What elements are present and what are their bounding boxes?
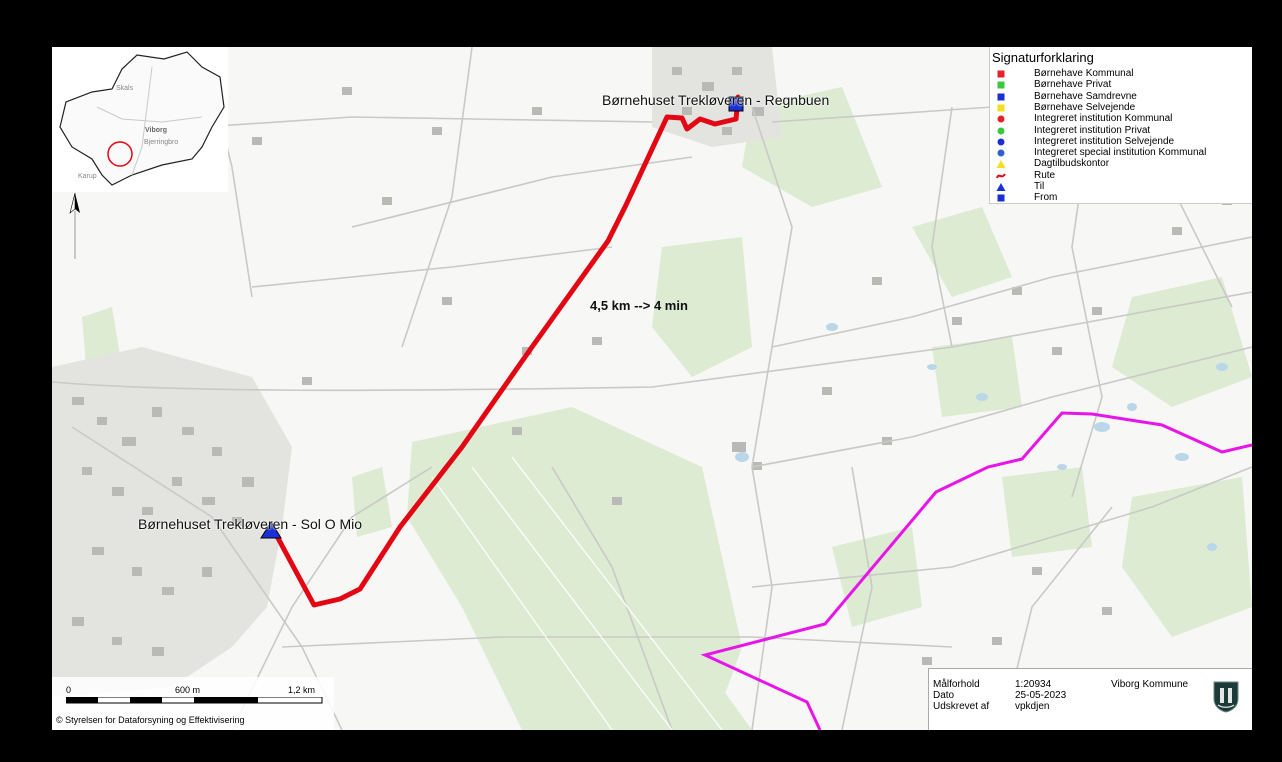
- legend-item-label: Børnehave Kommunal: [1034, 68, 1134, 79]
- legend-item-label: Integreret institution Selvejende: [1034, 135, 1175, 147]
- overview-place-label: Bjerringbro: [144, 139, 179, 146]
- legend-item-label: Børnehave Selvejende: [1034, 101, 1136, 113]
- legend-item: Rute: [990, 170, 1252, 181]
- legend-item-label: Børnehave Samdrevne: [1034, 90, 1137, 102]
- legend-item: Integreret institution Privat: [990, 125, 1252, 136]
- print-info-box: Målforhold 1:20934 Dato 25-05-2023 Udskr…: [928, 668, 1252, 730]
- route-distance-label: 4,5 km --> 4 min: [590, 298, 688, 313]
- scale-bar: [66, 697, 323, 704]
- info-value: vpkdjen: [1015, 701, 1050, 712]
- legend-item: Børnehave Privat: [990, 79, 1252, 90]
- scale-bar-panel: 0 600 m 1,2 km © Styrelsen for Dataforsy…: [52, 677, 334, 730]
- info-value: 1:20934: [1015, 679, 1052, 690]
- info-value: 25-05-2023: [1015, 690, 1067, 701]
- route-line: [269, 94, 741, 608]
- legend-square-icon: [997, 194, 1005, 202]
- to-marker-triangle[interactable]: [260, 521, 282, 539]
- legend-circle-icon: [997, 149, 1005, 157]
- overview-place-label: Skals: [116, 85, 134, 92]
- copyright-text: © Styrelsen for Dataforsyning og Effekti…: [56, 715, 245, 725]
- legend-item: Børnehave Selvejende: [990, 102, 1252, 113]
- legend-item: Børnehave Samdrevne: [990, 91, 1252, 102]
- info-key: Udskrevet af: [933, 701, 990, 712]
- legend-triangle-icon: [996, 183, 1006, 191]
- legend-item-label: Til: [1034, 181, 1045, 192]
- scale-tick-label: 0: [66, 685, 72, 695]
- overview-canvas: [59, 51, 225, 186]
- overview-inset-map[interactable]: Skals Viborg Bjerringbro Karup: [52, 47, 228, 259]
- legend-item: Børnehave Kommunal: [990, 68, 1252, 79]
- legend-square-icon: [997, 70, 1005, 78]
- from-marker-square[interactable]: [728, 96, 744, 112]
- legend-title: Signaturforklaring: [992, 50, 1094, 65]
- scale-tick-label: 600 m: [175, 685, 201, 695]
- legend-square-icon: [997, 81, 1005, 89]
- legend-item-label: Integreret institution Privat: [1034, 124, 1151, 136]
- overview-municipality-outline: [59, 51, 225, 186]
- legend-circle-icon: [997, 115, 1005, 123]
- legend-triangle-icon: [996, 160, 1006, 169]
- legend-item-label: Integreret special institution Kommunal: [1034, 147, 1207, 159]
- legend-item: Integreret institution Selvejende: [990, 136, 1252, 147]
- water-areas: [735, 323, 1228, 551]
- municipality-crest-icon: [1213, 681, 1239, 713]
- municipal-boundary: [700, 411, 1252, 730]
- legend-square-icon: [997, 104, 1005, 112]
- legend-circle-icon: [997, 138, 1005, 146]
- overview-place-label: Viborg: [145, 127, 168, 134]
- legend-item-label: Rute: [1034, 169, 1056, 181]
- from-place-label: Børnehuset Trekløveren - Regnbuen: [602, 92, 830, 108]
- scale-tick-label: 1,2 km: [288, 685, 316, 695]
- map-frame[interactable]: Børnehuset Trekløveren - Regnbuen Børneh…: [52, 47, 1252, 730]
- legend-route-icon: [996, 173, 1006, 179]
- legend-item: Dagtilbudskontor: [990, 158, 1252, 169]
- legend-square-icon: [997, 93, 1005, 101]
- legend-item: Integreret special institution Kommunal: [990, 147, 1252, 158]
- info-key: Målforhold: [933, 679, 980, 690]
- legend-item-label: Børnehave Privat: [1034, 79, 1112, 91]
- info-key: Dato: [933, 690, 955, 701]
- overview-place-label: Karup: [78, 173, 97, 180]
- overview-road: [96, 106, 203, 123]
- legend-item: Til: [990, 181, 1252, 192]
- organisation-name: Viborg Kommune: [1111, 679, 1189, 690]
- overview-focus-circle: [107, 141, 133, 167]
- legend-item: Integreret institution Kommunal: [990, 113, 1252, 124]
- north-arrow-icon: [69, 192, 80, 259]
- overview-road: [131, 66, 153, 176]
- legend-item-label: Dagtilbudskontor: [1034, 158, 1110, 170]
- legend-item-label: Integreret institution Kommunal: [1034, 113, 1173, 125]
- legend-item: From: [990, 192, 1252, 203]
- forest-paths: [431, 456, 723, 730]
- legend-circle-icon: [997, 127, 1005, 134]
- legend-item-label: From: [1034, 192, 1058, 204]
- to-place-label: Børnehuset Trekløveren - Sol O Mio: [138, 516, 363, 532]
